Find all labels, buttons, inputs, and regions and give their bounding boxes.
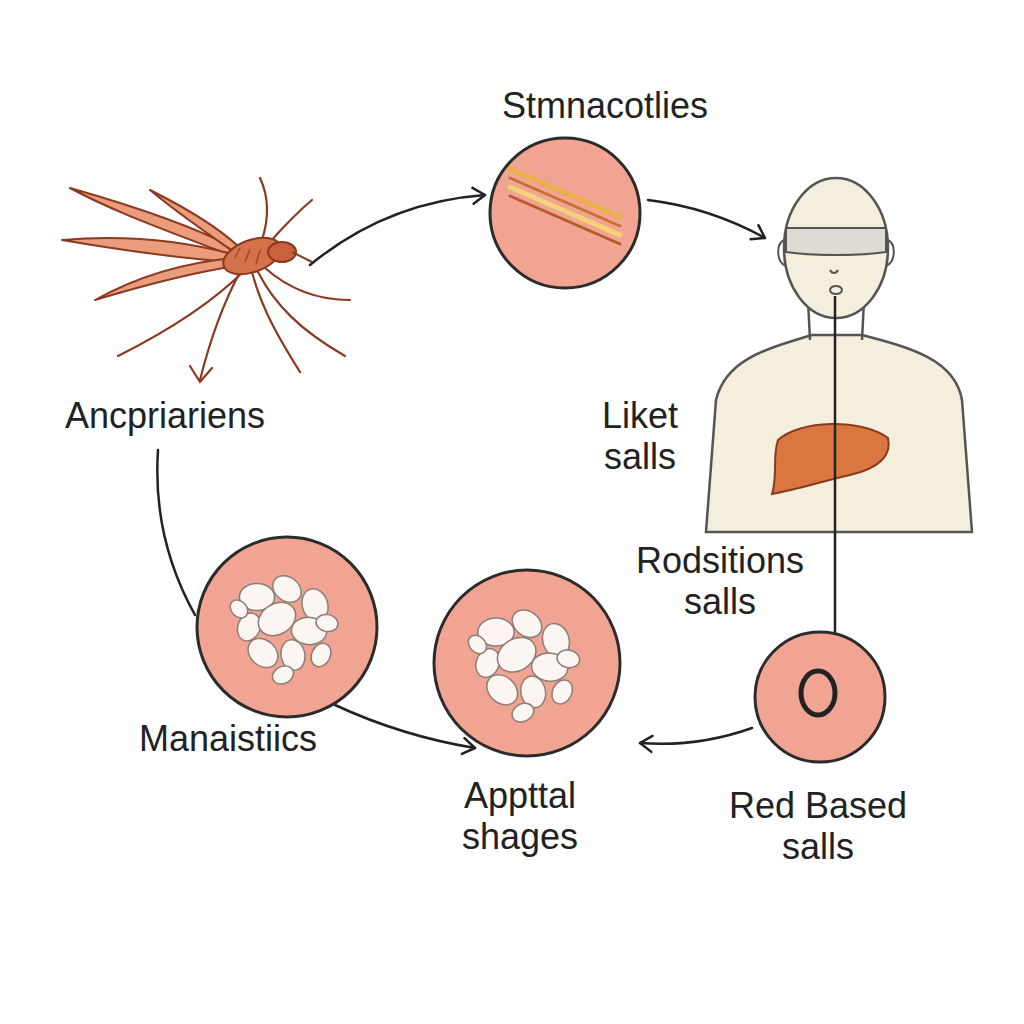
stage-label: Ancpriariens [40, 395, 290, 436]
stage-circle: Appttal shages [430, 568, 625, 858]
host-node: Liket sallsRodsitions salls [700, 170, 985, 535]
stage-label: Rodsitions salls [610, 540, 830, 623]
flow-arrow [834, 535, 837, 634]
flow-arrow [648, 200, 765, 238]
flow-arrow [157, 450, 195, 615]
stage-label: Manaistiics [108, 718, 348, 759]
flow-arrow [640, 728, 752, 744]
stage-circle: Stmnacotlies [485, 80, 725, 295]
cell-texture [510, 169, 620, 244]
stage-label: Stmnacotlies [485, 85, 725, 126]
flow-arrow [310, 195, 485, 265]
stage-circle: Red Based salls [700, 630, 940, 870]
cell-texture [227, 570, 340, 687]
cell-texture [465, 604, 581, 725]
stage-label: Red Based salls [708, 785, 928, 868]
stage-label: Appttal shages [430, 775, 610, 858]
vector-node: Ancpriariens [40, 170, 360, 450]
cell-texture [801, 671, 835, 715]
organ-label: Liket salls [585, 395, 695, 478]
human-figure [700, 170, 985, 535]
stage-circle: Manaistiics [105, 535, 387, 770]
